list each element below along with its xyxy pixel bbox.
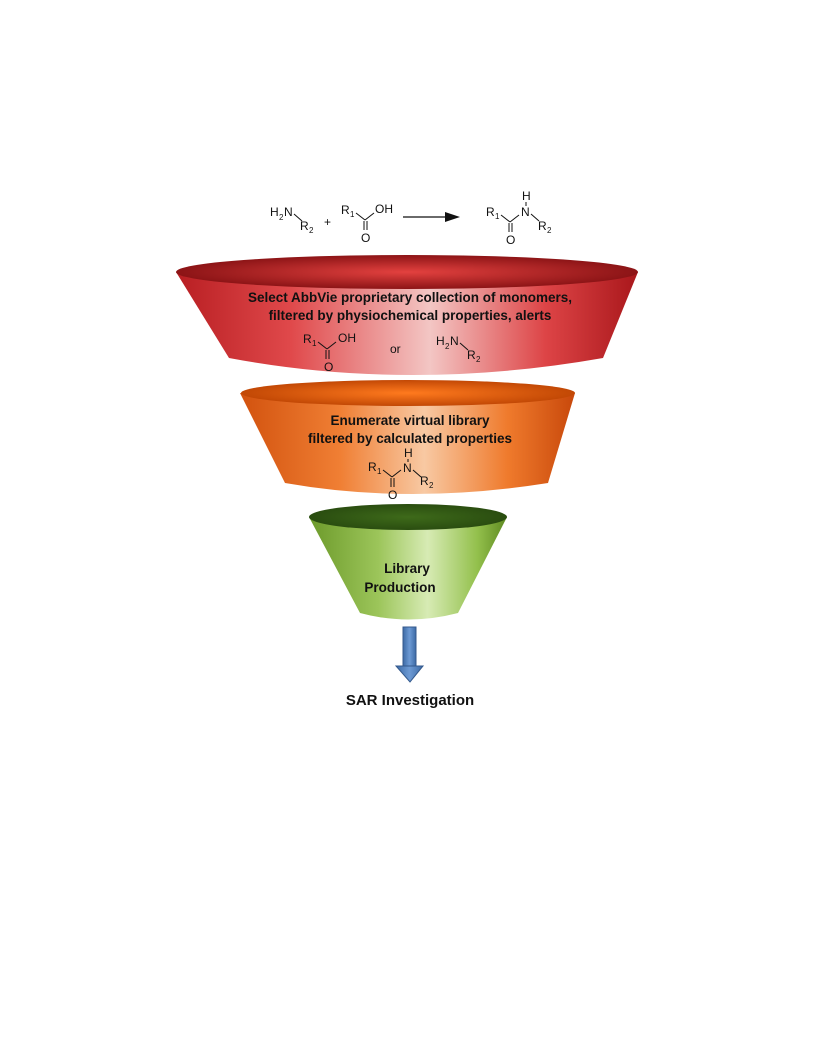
svg-text:2: 2 [279, 213, 284, 222]
svg-text:R: R [486, 205, 495, 219]
svg-text:2: 2 [429, 481, 434, 490]
stage1-text-line1: Select AbbVie proprietary collection of … [248, 290, 572, 305]
svg-text:R: R [368, 460, 377, 474]
svg-text:R: R [420, 474, 429, 488]
sar-investigation-label: SAR Investigation [346, 692, 474, 709]
stage3-text-line1: Library [384, 561, 430, 576]
svg-text:OH: OH [338, 331, 356, 345]
svg-text:1: 1 [377, 467, 382, 476]
svg-text:H: H [436, 334, 445, 348]
svg-text:O: O [324, 360, 333, 374]
svg-text:H: H [404, 446, 413, 460]
or-label: or [390, 342, 401, 356]
svg-text:N: N [521, 205, 530, 219]
svg-text:N: N [450, 334, 459, 348]
stage3-text-line2: Production [364, 580, 435, 595]
svg-text:R: R [341, 203, 350, 217]
amide-product-structure: R 1 H N R 2 O [486, 189, 552, 247]
reaction-arrow [403, 212, 460, 222]
funnel-stage-monomer-selection: Select AbbVie proprietary collection of … [176, 255, 638, 375]
svg-text:O: O [506, 233, 515, 247]
stage1-text-line2: filtered by physiochemical properties, a… [269, 308, 552, 323]
svg-text:R: R [303, 332, 312, 346]
svg-text:1: 1 [350, 210, 355, 219]
reaction-scheme: H 2 N R 2 + R 1 OH O R 1 [270, 189, 552, 247]
stage2-amide-structure: R 1 H N R 2 O [368, 446, 434, 502]
svg-text:2: 2 [445, 342, 450, 351]
svg-text:O: O [361, 231, 370, 245]
svg-text:1: 1 [495, 212, 500, 221]
svg-text:N: N [403, 461, 412, 475]
svg-text:2: 2 [309, 226, 314, 235]
plus-sign: + [324, 215, 331, 229]
svg-text:R: R [300, 219, 309, 233]
stage1-amine-structure: H 2 N R 2 [436, 334, 481, 364]
svg-text:2: 2 [547, 226, 552, 235]
svg-text:2: 2 [476, 355, 481, 364]
svg-text:1: 1 [312, 339, 317, 348]
svg-text:H: H [270, 205, 279, 219]
stage2-text-line2: filtered by calculated properties [308, 431, 512, 446]
acid-structure: R 1 OH O [341, 202, 393, 245]
down-arrow-icon [394, 626, 425, 683]
amine-structure: H 2 N R 2 [270, 205, 314, 235]
svg-text:H: H [522, 189, 531, 203]
svg-text:O: O [388, 488, 397, 502]
stage2-text-line1: Enumerate virtual library [330, 413, 490, 428]
svg-text:OH: OH [375, 202, 393, 216]
funnel-stage-library-production: Library Production [309, 504, 507, 620]
funnel-stage-virtual-library: Enumerate virtual library filtered by ca… [240, 380, 575, 502]
svg-text:R: R [467, 348, 476, 362]
stage1-acid-structure: R 1 OH O [303, 331, 356, 374]
svg-text:N: N [284, 205, 293, 219]
svg-text:R: R [538, 219, 547, 233]
